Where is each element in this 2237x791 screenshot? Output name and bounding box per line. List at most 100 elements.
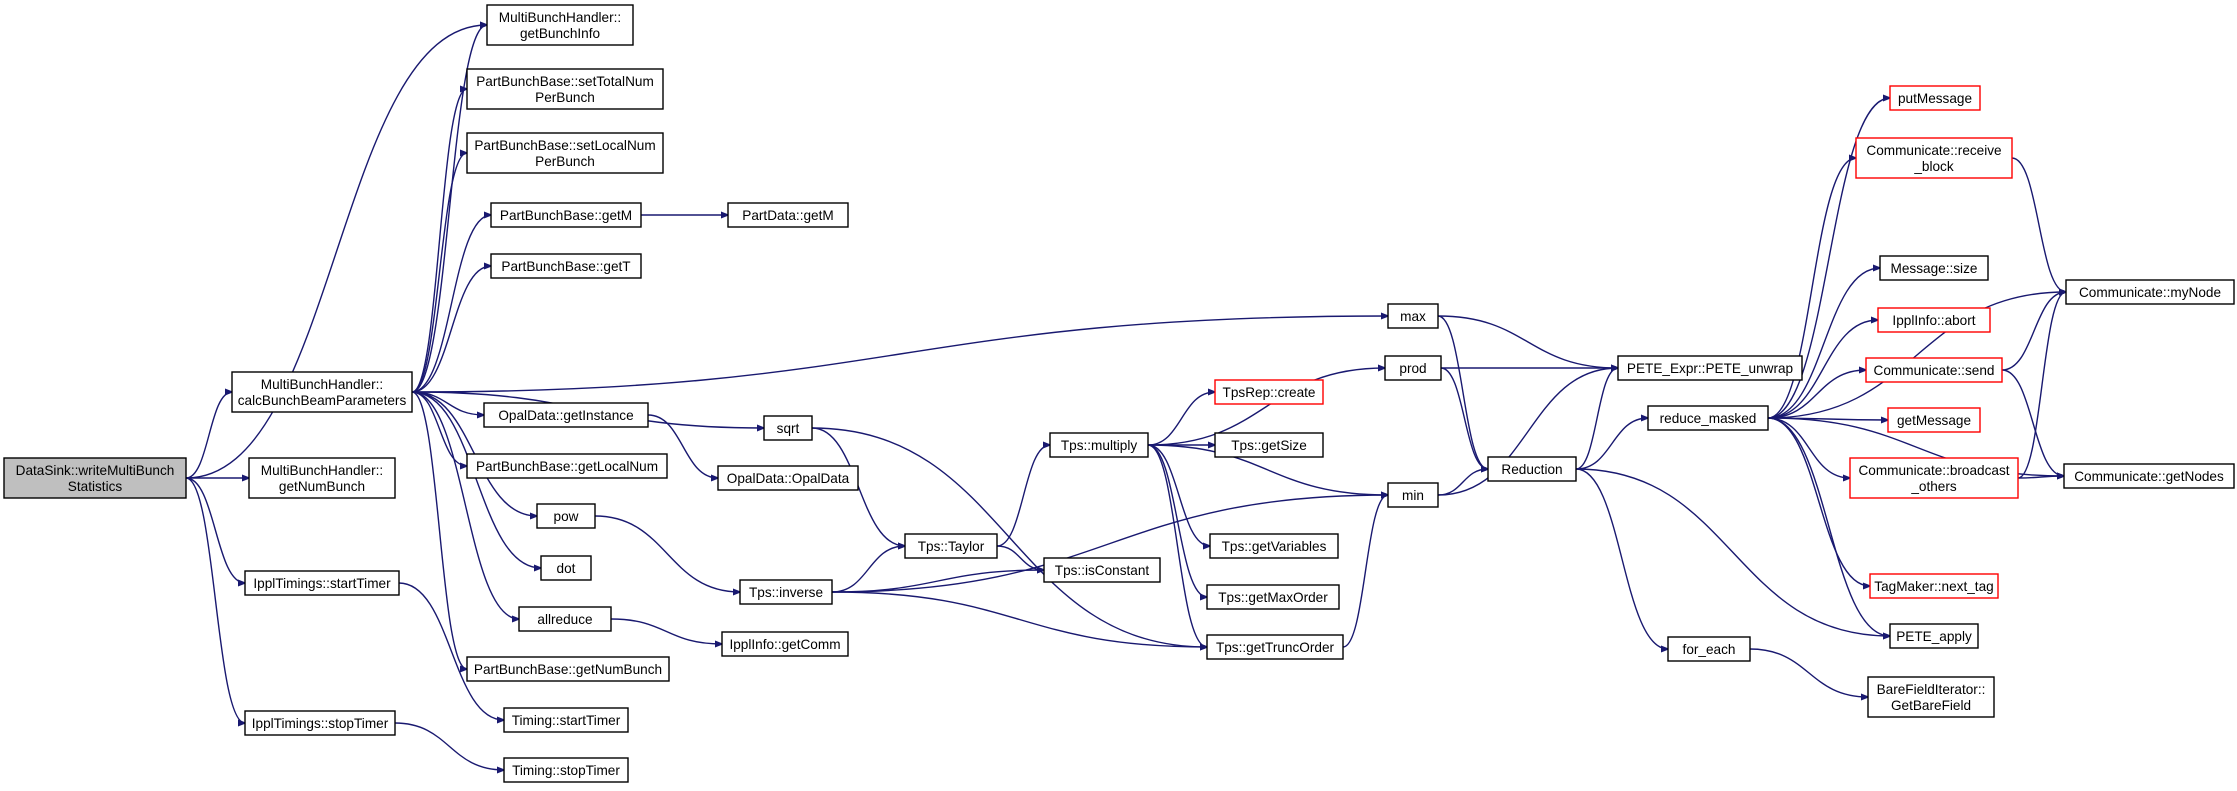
- node-label: getBunchInfo: [520, 26, 600, 41]
- node-label: Communicate::broadcast: [1858, 463, 2009, 478]
- node-tpsGetTruncOrder[interactable]: Tps::getTruncOrder: [1206, 634, 1344, 660]
- node-label: Tps::getTruncOrder: [1216, 640, 1335, 655]
- node-pbbGetNumBunch[interactable]: PartBunchBase::getNumBunch: [466, 656, 670, 682]
- node-tpsMultiply[interactable]: Tps::multiply: [1049, 432, 1149, 458]
- node-label: DataSink::writeMultiBunch: [16, 463, 175, 478]
- node-nextTag[interactable]: TagMaker::next_tag: [1869, 573, 1999, 599]
- node-getMessage[interactable]: getMessage: [1887, 407, 1981, 433]
- node-label: Tps::inverse: [749, 585, 823, 600]
- edge-reduceMasked-to-myNode: [1767, 292, 2066, 419]
- node-tpsGetMaxOrder[interactable]: Tps::getMaxOrder: [1206, 584, 1340, 610]
- node-box: [518, 606, 612, 632]
- node-box: [1887, 407, 1981, 433]
- node-getM[interactable]: PartBunchBase::getM: [490, 202, 642, 228]
- node-label: PartBunchBase::setLocalNum: [474, 138, 655, 153]
- node-box: [1889, 85, 1981, 111]
- edge-broadcastOthers-to-getNodes: [2017, 476, 2064, 478]
- node-tpsTaylor[interactable]: Tps::Taylor: [904, 533, 998, 559]
- node-tpsRepCreate[interactable]: TpsRep::create: [1214, 379, 1324, 405]
- node-max[interactable]: max: [1387, 303, 1439, 329]
- edge-reduction-to-peteUnwrap: [1575, 368, 1618, 470]
- node-peteApply[interactable]: PETE_apply: [1889, 623, 1979, 649]
- node-label: Tps::multiply: [1061, 438, 1137, 453]
- node-getT[interactable]: PartBunchBase::getT: [490, 253, 642, 279]
- node-box: [3, 457, 187, 499]
- node-getNumBunchMBH[interactable]: MultiBunchHandler::getNumBunch: [248, 457, 396, 499]
- node-reduceMasked[interactable]: reduce_masked: [1647, 405, 1769, 431]
- node-box: [739, 579, 833, 605]
- node-box: [1849, 457, 2019, 499]
- node-box: [1867, 676, 1995, 718]
- node-opalData[interactable]: OpalData::OpalData: [717, 465, 859, 491]
- node-myNode[interactable]: Communicate::myNode: [2065, 279, 2235, 305]
- edge-reduceMasked-to-receiveBlock: [1767, 158, 1856, 419]
- node-broadcastOthers[interactable]: Communicate::broadcast_others: [1849, 457, 2019, 499]
- node-timingStop[interactable]: Timing::stopTimer: [503, 757, 629, 783]
- edge-tpsMultiply-to-tpsRepCreate: [1147, 392, 1215, 446]
- node-stopTimer[interactable]: IpplTimings::stopTimer: [244, 710, 396, 736]
- node-box: [1889, 623, 1979, 649]
- node-label: MultiBunchHandler::: [261, 377, 383, 392]
- node-tpsGetSize[interactable]: Tps::getSize: [1214, 432, 1324, 458]
- edge-opalGetInstance-to-opalData: [647, 414, 718, 478]
- node-messageSize[interactable]: Message::size: [1879, 255, 1989, 281]
- node-box: [1877, 307, 1991, 333]
- node-box: [1855, 137, 2013, 179]
- node-label: Reduction: [1501, 462, 1562, 477]
- edge-min-to-peteUnwrap: [1437, 368, 1618, 496]
- node-box: [1387, 303, 1439, 329]
- node-box: [490, 253, 642, 279]
- node-calcBunch[interactable]: MultiBunchHandler::calcBunchBeamParamete…: [231, 371, 413, 413]
- node-label: TagMaker::next_tag: [1874, 579, 1993, 594]
- node-box: [248, 457, 396, 499]
- node-ipplGetComm[interactable]: IpplInfo::getComm: [721, 631, 849, 657]
- node-startTimer[interactable]: IpplTimings::startTimer: [244, 570, 400, 596]
- node-forEach[interactable]: for_each: [1667, 636, 1751, 662]
- edge-pow-to-tpsInverse: [594, 515, 740, 592]
- edge-tpsInverse-to-min: [831, 495, 1388, 593]
- node-prod[interactable]: prod: [1384, 355, 1442, 381]
- edges: [185, 25, 2066, 770]
- node-label: getMessage: [1897, 413, 1971, 428]
- edge-tpsInverse-to-tpsGetTruncOrder: [831, 591, 1207, 647]
- edge-stopTimer-to-timingStop: [394, 722, 504, 770]
- node-putMessage[interactable]: putMessage: [1889, 85, 1981, 111]
- edge-reduction-to-peteApply: [1575, 468, 1890, 636]
- node-box: [503, 757, 629, 783]
- node-label: IpplTimings::startTimer: [253, 576, 391, 591]
- node-ipplAbort[interactable]: IpplInfo::abort: [1877, 307, 1991, 333]
- node-commSend[interactable]: Communicate::send: [1865, 357, 2003, 383]
- node-allreduce[interactable]: allreduce: [518, 606, 612, 632]
- edge-reduceMasked-to-broadcastOthers: [1767, 417, 1850, 478]
- node-sqrt[interactable]: sqrt: [763, 415, 813, 441]
- node-box: [540, 555, 592, 581]
- node-label: PartBunchBase::setTotalNum: [476, 74, 654, 89]
- edge-calcBunch-to-setTotalNum: [411, 89, 467, 393]
- edge-tpsMultiply-to-min: [1147, 444, 1388, 495]
- node-bareField[interactable]: BareFieldIterator::GetBareField: [1867, 676, 1995, 718]
- node-tpsIsConstant[interactable]: Tps::isConstant: [1043, 557, 1161, 583]
- node-getNodes[interactable]: Communicate::getNodes: [2063, 463, 2235, 489]
- node-tpsGetVariables[interactable]: Tps::getVariables: [1209, 533, 1339, 559]
- edge-reduceMasked-to-messageSize: [1767, 268, 1880, 419]
- node-min[interactable]: min: [1387, 482, 1439, 508]
- node-opalGetInstance[interactable]: OpalData::getInstance: [483, 402, 649, 428]
- node-timingStart[interactable]: Timing::startTimer: [503, 707, 629, 733]
- edge-commSend-to-getNodes: [2001, 369, 2064, 476]
- node-peteUnwrap[interactable]: PETE_Expr::PETE_unwrap: [1617, 355, 1803, 381]
- node-reduction[interactable]: Reduction: [1487, 456, 1577, 482]
- node-label: MultiBunchHandler::: [261, 463, 383, 478]
- node-dot[interactable]: dot: [540, 555, 592, 581]
- node-partDataGetM[interactable]: PartData::getM: [727, 202, 849, 228]
- node-label: sqrt: [777, 421, 800, 436]
- node-getBunchInfo[interactable]: MultiBunchHandler::getBunchInfo: [486, 4, 634, 46]
- node-tpsInverse[interactable]: Tps::inverse: [739, 579, 833, 605]
- node-getLocalNum[interactable]: PartBunchBase::getLocalNum: [466, 453, 668, 479]
- node-receiveBlock[interactable]: Communicate::receive_block: [1855, 137, 2013, 179]
- node-pow[interactable]: pow: [536, 503, 596, 529]
